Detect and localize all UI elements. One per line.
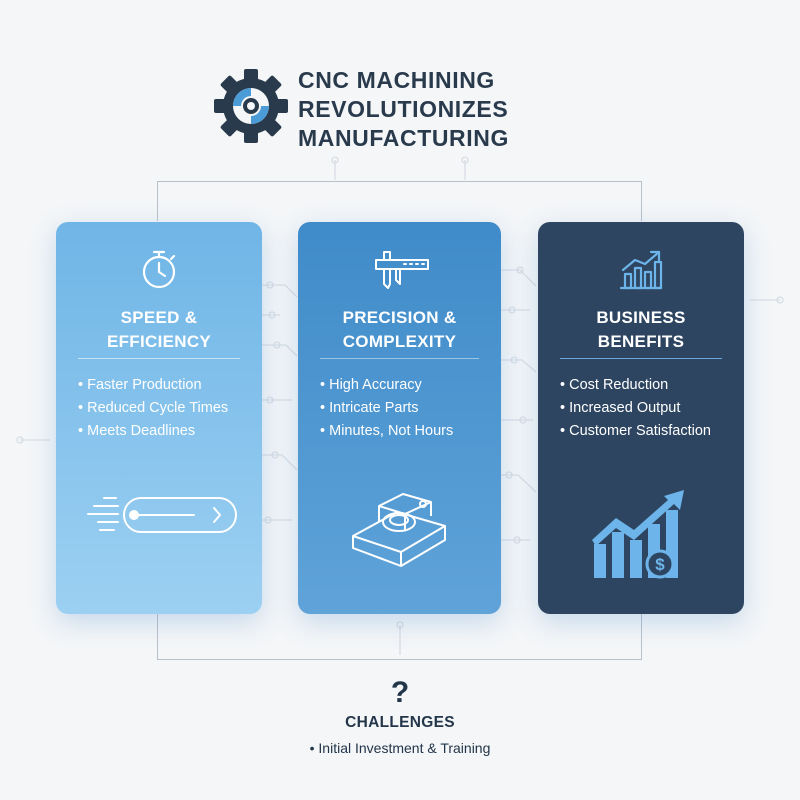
card-title-line-1: BUSINESS xyxy=(596,308,686,327)
gear-icon xyxy=(214,69,288,143)
card-divider xyxy=(320,358,479,359)
list-item: Initial Investment & Training xyxy=(0,740,800,756)
list-item: Cost Reduction xyxy=(560,374,711,397)
card-list: Cost Reduction Increased Output Customer… xyxy=(560,374,711,443)
list-item: Reduced Cycle Times xyxy=(78,397,228,420)
card-list: Faster Production Reduced Cycle Times Me… xyxy=(78,374,228,443)
card-title: PRECISION & COMPLEXITY xyxy=(298,306,501,354)
svg-text:$: $ xyxy=(655,555,665,574)
list-item: High Accuracy xyxy=(320,374,453,397)
title-line-3: MANUFACTURING xyxy=(298,125,509,151)
list-item: Minutes, Not Hours xyxy=(320,420,453,443)
card-title-line-1: SPEED & xyxy=(120,308,198,327)
stopwatch-icon xyxy=(142,250,176,289)
card-divider xyxy=(560,358,722,359)
top-connector-line xyxy=(157,181,642,221)
card-title-line-2: BENEFITS xyxy=(597,332,685,351)
challenges-title: CHALLENGES xyxy=(345,714,455,731)
card-speed-efficiency: SPEED & EFFICIENCY Faster Production Red… xyxy=(56,222,262,614)
card-title-line-2: COMPLEXITY xyxy=(342,332,457,351)
list-item: Intricate Parts xyxy=(320,397,453,420)
growth-chart-icon xyxy=(619,250,663,290)
growth-dollar-icon: $ xyxy=(592,490,684,579)
card-list: High Accuracy Intricate Parts Minutes, N… xyxy=(320,374,453,443)
header: CNC MACHINING REVOLUTIONIZES MANUFACTURI… xyxy=(212,66,552,154)
list-item: Faster Production xyxy=(78,374,228,397)
caliper-icon xyxy=(374,251,429,289)
card-title-line-1: PRECISION & xyxy=(342,308,457,327)
card-precision-complexity: PRECISION & COMPLEXITY High Accuracy Int… xyxy=(298,222,501,614)
list-item: Meets Deadlines xyxy=(78,420,228,443)
card-title: SPEED & EFFICIENCY xyxy=(56,306,262,354)
card-title-line-2: EFFICIENCY xyxy=(106,332,212,351)
question-mark-icon: ? xyxy=(390,676,410,709)
title-line-1: CNC MACHINING xyxy=(298,67,495,93)
list-item: Customer Satisfaction xyxy=(560,420,711,443)
machined-part-icon xyxy=(351,493,446,567)
card-business-benefits: BUSINESS BENEFITS Cost Reduction Increas… xyxy=(538,222,744,614)
card-divider xyxy=(78,358,240,359)
challenges-section: ? CHALLENGES Initial Investment & Traini… xyxy=(0,676,800,756)
bottom-connector-line xyxy=(157,614,642,660)
card-title: BUSINESS BENEFITS xyxy=(538,306,744,354)
title-line-2: REVOLUTIONIZES xyxy=(298,96,509,122)
list-item: Increased Output xyxy=(560,397,711,420)
conveyor-speed-icon xyxy=(87,497,237,533)
page-title: CNC MACHINING REVOLUTIONIZES MANUFACTURI… xyxy=(298,66,558,153)
